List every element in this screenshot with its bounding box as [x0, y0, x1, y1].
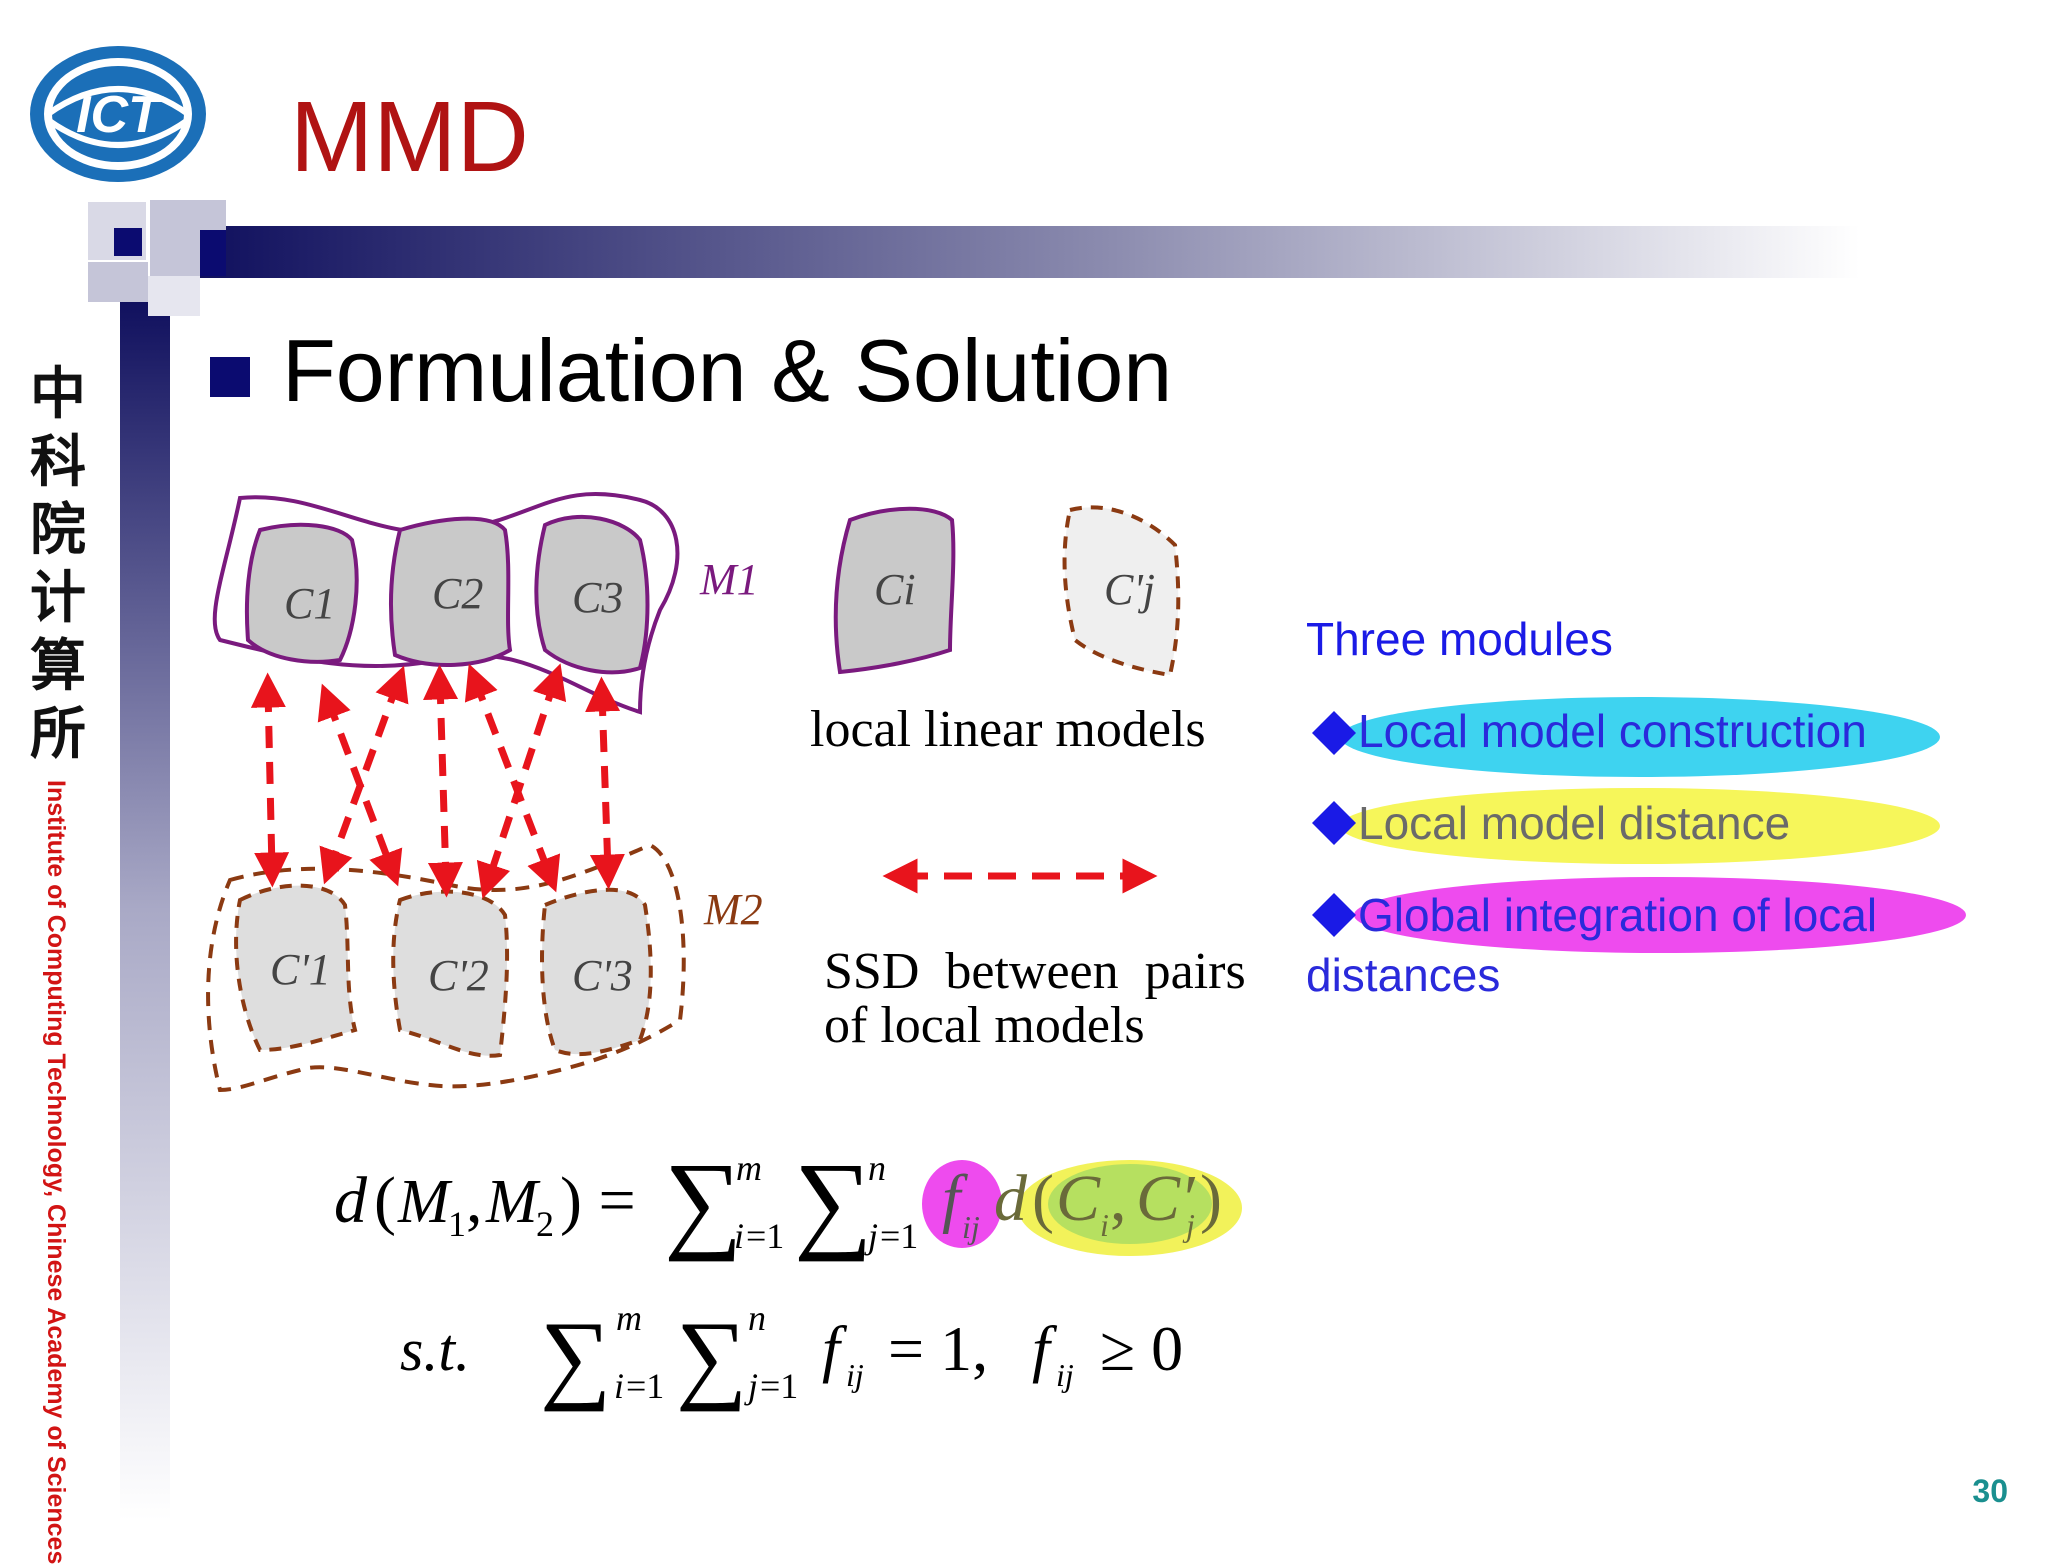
module-item-1: Local model construction [1358, 705, 1867, 757]
diamond-icon [1312, 711, 1356, 755]
cluster-c3 [534, 514, 650, 675]
bullet-square [210, 357, 250, 397]
svg-text:≥ 0: ≥ 0 [1100, 1313, 1183, 1384]
svg-text:∑: ∑ [664, 1140, 742, 1262]
module-item-3-cont: distances [1306, 949, 1501, 1001]
arrow-c2-c2p [423, 664, 463, 898]
label-c1-prime: C'1 [270, 945, 331, 994]
caption-ssd-line2: of local models [824, 997, 1145, 1054]
legend-cluster-ci [833, 506, 956, 675]
label-c3-prime: C'3 [572, 951, 633, 1000]
slide-title: MMD [290, 81, 529, 193]
svg-text:∑: ∑ [540, 1301, 611, 1412]
section-heading: Formulation & Solution [282, 321, 1173, 420]
svg-text:C′: C′ [1136, 1162, 1196, 1235]
cluster-c2 [388, 516, 513, 667]
svg-text:n: n [868, 1148, 886, 1188]
svg-text:∑: ∑ [676, 1301, 747, 1412]
org-char: 科 [30, 429, 86, 495]
cluster-c1 [244, 522, 359, 664]
svg-text:ij: ij [1056, 1357, 1074, 1393]
svg-text:∑: ∑ [794, 1140, 872, 1262]
svg-text:s.t.: s.t. [400, 1317, 470, 1383]
module-item-2: Local model distance [1358, 797, 1791, 849]
svg-text:d: d [994, 1162, 1028, 1235]
arrow-c3-c3p [585, 676, 625, 890]
svg-text:=1: =1 [880, 1216, 918, 1256]
org-name-chinese: 中 科 院 计 算 所 [28, 360, 88, 768]
svg-text:,: , [1110, 1162, 1127, 1235]
svg-text:) =: ) = [560, 1164, 636, 1237]
formula-highlight-magenta [922, 1160, 1002, 1248]
module-item-3: Global integration of local [1358, 889, 1878, 941]
svg-text:m: m [736, 1148, 762, 1188]
svg-text:j: j [744, 1366, 758, 1406]
caption-local-linear-models: local linear models [810, 701, 1206, 758]
legend-cluster-cj [1062, 505, 1181, 678]
highlight-yellow [1340, 788, 1940, 864]
svg-text:ij: ij [846, 1357, 864, 1393]
modules-title: Three modules [1306, 613, 1613, 665]
label-c2-prime: C'2 [428, 951, 489, 1000]
svg-text:d: d [334, 1164, 368, 1237]
org-char: 算 [30, 633, 86, 699]
highlight-magenta [1354, 877, 1966, 953]
svg-text:f: f [822, 1313, 848, 1384]
svg-text:M: M [485, 1168, 541, 1236]
svg-text:): ) [1200, 1162, 1222, 1235]
svg-text:m: m [616, 1298, 642, 1338]
org-char: 所 [30, 701, 86, 767]
highlight-cyan [1340, 697, 1940, 777]
svg-text:i: i [734, 1216, 744, 1256]
svg-text:=1: =1 [626, 1366, 664, 1406]
svg-text:j: j [1182, 1207, 1195, 1243]
cluster-c3-prime [540, 887, 653, 1057]
svg-text:(: ( [1032, 1162, 1054, 1235]
label-cj: C'j [1104, 565, 1155, 614]
org-char: 院 [30, 497, 86, 563]
cluster-c1-prime [234, 883, 358, 1053]
page-number: 30 [1972, 1473, 2008, 1509]
label-m2: M2 [703, 885, 763, 934]
svg-text:M: M [397, 1168, 453, 1236]
formula-highlight-green [1048, 1164, 1212, 1244]
label-c2: C2 [432, 569, 483, 618]
diamond-icon [1312, 893, 1356, 937]
ssd-arrows [250, 663, 625, 899]
arrow-c2-c1p [319, 665, 409, 885]
svg-text:(: ( [374, 1164, 396, 1237]
ict-logo: ICT [30, 46, 206, 182]
svg-text:i: i [1100, 1207, 1109, 1243]
caption-ssd-line1: SSD between pairs [824, 943, 1246, 1000]
svg-text:,: , [466, 1164, 483, 1237]
diamond-icon [1312, 801, 1356, 845]
arrow-c1-c1p [250, 672, 290, 888]
label-ci: Ci [874, 565, 916, 614]
svg-text:n: n [748, 1298, 766, 1338]
org-char: 计 [30, 565, 86, 631]
svg-text:=1: =1 [746, 1216, 784, 1256]
svg-text:j: j [864, 1216, 878, 1256]
label-m1: M1 [699, 555, 759, 604]
svg-text:C: C [1056, 1162, 1101, 1235]
svg-text:1: 1 [448, 1204, 466, 1244]
cluster-c2-prime [391, 889, 510, 1058]
svg-text:f: f [1032, 1313, 1058, 1384]
logo-text: ICT [76, 86, 164, 144]
svg-text:=1: =1 [760, 1366, 798, 1406]
svg-text:ij: ij [962, 1209, 980, 1245]
org-char: 中 [30, 361, 86, 427]
label-c3: C3 [572, 573, 623, 622]
svg-text:= 1,: = 1, [888, 1313, 988, 1384]
svg-text:i: i [614, 1366, 624, 1406]
svg-text:2: 2 [536, 1204, 554, 1244]
label-c1: C1 [284, 579, 335, 628]
